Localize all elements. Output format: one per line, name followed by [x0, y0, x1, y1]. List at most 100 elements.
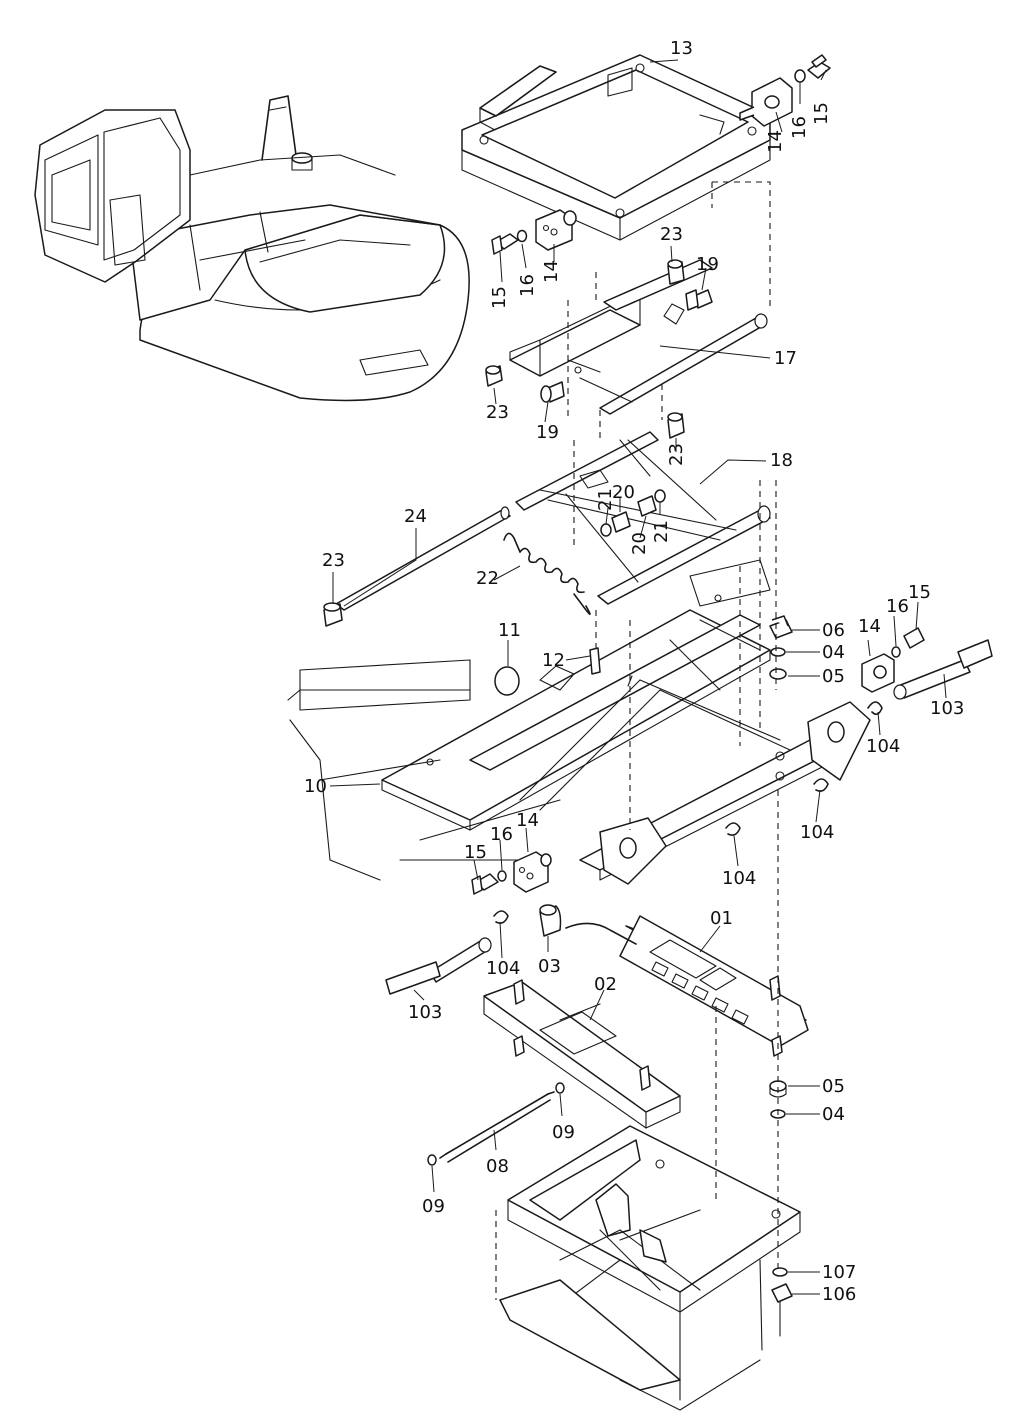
part-09-clip-lower: [427, 1154, 437, 1166]
label-part-14: 14: [516, 810, 539, 831]
part-18-scissor-frame: [515, 431, 771, 605]
label-part-15: 15: [464, 842, 487, 863]
label-part-103: 103: [408, 1002, 442, 1023]
assembly-guide-lines: [567, 181, 779, 1270]
part-12-pin: [589, 647, 601, 675]
label-part-12: 12: [542, 650, 565, 671]
label-part-19: 19: [696, 254, 719, 275]
part-21-washer-a: [600, 523, 612, 537]
part-15-bolt-upper-left: [491, 233, 519, 255]
left-hinge-bracket: [599, 817, 667, 885]
part-16-washer-upper-left: [516, 229, 528, 243]
label-part-04: 04: [822, 1104, 845, 1125]
part-104-clip-center: [725, 822, 741, 836]
part-23-spacer-c: [667, 412, 685, 439]
label-part-24: 24: [404, 506, 427, 527]
part-21-washer-b: [654, 489, 666, 503]
label-part-16: 16: [886, 596, 909, 617]
part-23-spacer-b: [485, 365, 503, 387]
label-part-02: 02: [594, 974, 617, 995]
label-part-21: 21: [651, 520, 672, 543]
label-part-16: 16: [789, 116, 810, 139]
ghost-outline-shape: [287, 659, 561, 881]
part-16-washer-right: [891, 646, 901, 658]
part-03-knob: [539, 904, 562, 937]
suspension-base-unit: [495, 1125, 801, 1411]
label-part-04: 04: [822, 642, 845, 663]
label-part-14: 14: [541, 260, 562, 283]
label-part-11: 11: [498, 620, 521, 641]
part-107-washer: [772, 1267, 788, 1277]
label-part-15: 15: [811, 102, 832, 125]
part-13-seat-frame: [461, 54, 771, 241]
part-17-slide-frame: [509, 259, 768, 415]
label-part-19: 19: [536, 422, 559, 443]
part-04-washer-upper: [770, 647, 786, 657]
label-part-06: 06: [822, 620, 845, 641]
label-part-09: 09: [422, 1196, 445, 1217]
label-part-05: 05: [822, 666, 845, 687]
part-16-washer-top-right: [794, 69, 806, 83]
label-part-21: 21: [595, 488, 616, 511]
label-part-104: 104: [866, 736, 900, 757]
leader-lines: [329, 59, 947, 1295]
part-14-bracket-upper-left: [535, 209, 577, 251]
part-08-rod: [439, 1091, 555, 1163]
label-part-16: 16: [490, 824, 513, 845]
part-19-pin-a: [685, 289, 713, 311]
part-24-rod: [335, 506, 511, 611]
label-part-17: 17: [774, 348, 797, 369]
label-part-104: 104: [800, 822, 834, 843]
part-15-bolt-top-right: [807, 54, 831, 79]
label-part-107: 107: [822, 1262, 856, 1283]
label-part-01: 01: [710, 908, 733, 929]
part-06-nut: [769, 615, 793, 639]
label-part-20: 20: [612, 482, 635, 503]
label-part-23: 23: [322, 550, 345, 571]
label-part-08: 08: [486, 1156, 509, 1177]
part-20-nut-b: [637, 495, 657, 517]
part-104-clip-right-lower: [813, 778, 829, 792]
label-part-15: 15: [908, 582, 931, 603]
part-104-clip-right-upper: [867, 701, 883, 716]
part-11-cap: [494, 666, 520, 696]
right-hinge-bracket: [807, 701, 871, 781]
part-19-pin-b: [540, 381, 565, 403]
part-16-washer-lower-left: [497, 870, 507, 882]
label-part-13: 13: [670, 38, 693, 59]
part-09-clip-upper: [555, 1082, 565, 1094]
label-part-104: 104: [722, 868, 756, 889]
part-104-clip-lower-left: [493, 910, 509, 924]
label-part-09: 09: [552, 1122, 575, 1143]
label-part-104: 104: [486, 958, 520, 979]
label-part-10: 10: [304, 776, 327, 797]
part-106-nut: [771, 1283, 793, 1303]
label-part-23: 23: [660, 224, 683, 245]
label-part-14: 14: [765, 130, 786, 153]
label-part-14: 14: [858, 616, 881, 637]
part-14-bracket-top-right: [739, 77, 793, 127]
label-part-23: 23: [486, 402, 509, 423]
part-15-bolt-lower-left: [471, 873, 499, 895]
part-23-spacer-d: [323, 602, 343, 627]
part-23-spacer-a: [667, 259, 685, 285]
part-15-bolt-right: [903, 627, 925, 649]
part-14-bracket-right: [861, 653, 895, 693]
part-05-bushing-upper: [769, 668, 787, 680]
label-part-18: 18: [770, 450, 793, 471]
excavator-overview-illustration: [34, 95, 470, 402]
label-part-23: 23: [666, 443, 687, 466]
label-part-16: 16: [517, 274, 538, 297]
label-part-20: 20: [629, 532, 650, 555]
part-103-pin-right: [893, 639, 993, 700]
label-part-103: 103: [930, 698, 964, 719]
part-number-labels: 13 15 16 14 23 19 14 16 15 17 23 19 23 1…: [304, 38, 964, 1305]
part-14-bracket-lower-left: [513, 851, 552, 893]
part-20-nut-a: [611, 511, 631, 533]
label-part-05: 05: [822, 1076, 845, 1097]
label-part-15: 15: [489, 286, 510, 309]
part-22-spring: [503, 532, 591, 615]
part-103-pin-left: [385, 937, 492, 995]
label-part-03: 03: [538, 956, 561, 977]
